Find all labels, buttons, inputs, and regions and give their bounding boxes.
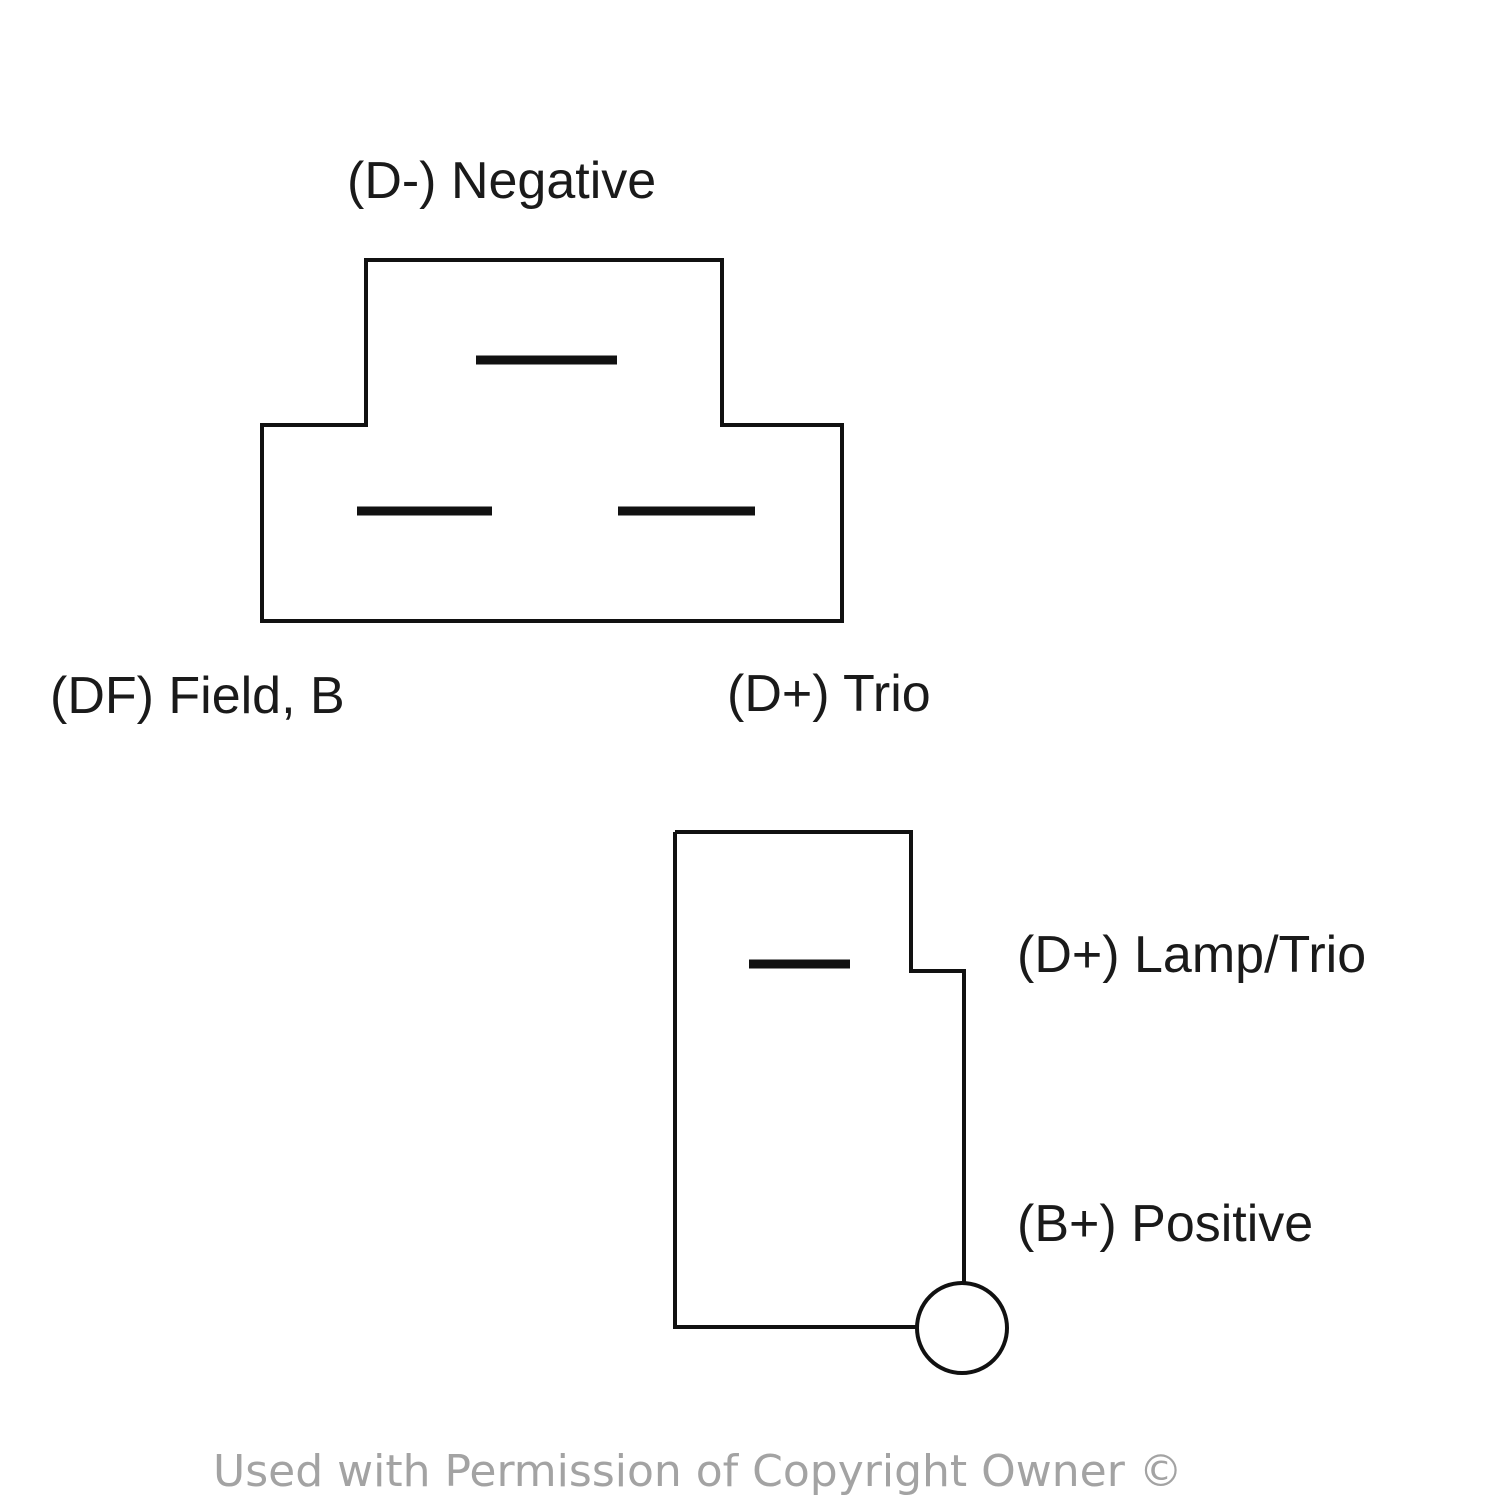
three-pin-connector-outline <box>260 258 844 623</box>
lamp-trio-label: (D+) Lamp/Trio <box>1017 926 1366 984</box>
trio-label: (D+) Trio <box>727 665 931 723</box>
positive-terminal-stud <box>915 1281 1009 1375</box>
negative-label: (D-) Negative <box>347 152 656 210</box>
three-pin-connector <box>260 258 844 623</box>
copyright-notice: Used with Permission of Copyright Owner … <box>213 1446 1183 1497</box>
lamp-positive-connector <box>673 830 1009 1375</box>
lamp-positive-connector-outline <box>673 830 966 1329</box>
positive-label: (B+) Positive <box>1017 1195 1313 1253</box>
field-label: (DF) Field, B <box>50 667 345 725</box>
